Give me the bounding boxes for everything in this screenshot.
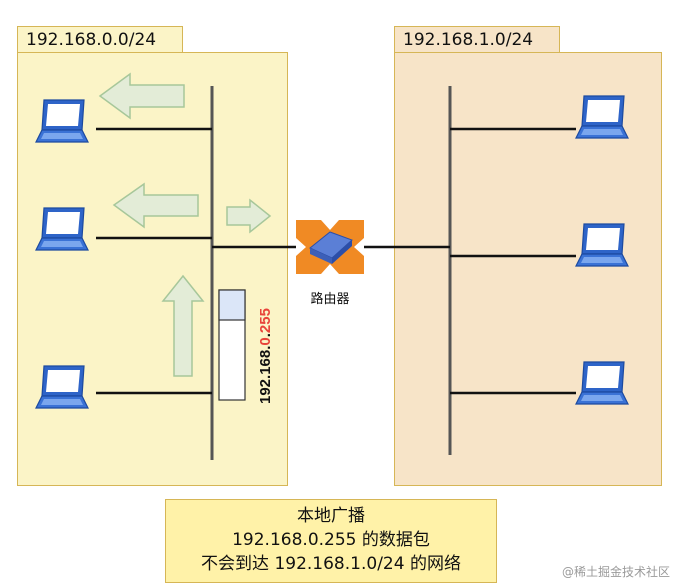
laptop-icon <box>35 365 89 409</box>
caption-line-2: 192.168.0.255 的数据包 <box>232 530 430 550</box>
right-network-label: 192.168.1.0/24 <box>394 26 560 52</box>
caption-line-3: 不会到达 192.168.1.0/24 的网络 <box>201 554 461 574</box>
router-icon <box>296 220 364 274</box>
laptop-icon <box>575 361 629 405</box>
watermark: @稀土掘金技术社区 <box>561 565 670 579</box>
broadcast-host-highlight: 0 <box>257 337 274 345</box>
broadcast-address-label: 192.168.0.255 <box>257 308 274 404</box>
laptop-icon <box>35 99 89 143</box>
router-label: 路由器 <box>310 292 350 307</box>
laptop-icon <box>575 95 629 139</box>
arrow-up-icon <box>161 274 205 377</box>
arrow-right-icon <box>226 198 272 234</box>
arrow-left-icon <box>98 72 185 120</box>
broadcast-suffix-highlight: 255 <box>257 308 274 333</box>
caption-line-1: 本地广播 <box>297 506 365 526</box>
left-network-label: 192.168.0.0/24 <box>17 26 183 52</box>
caption-box: 本地广播 192.168.0.255 的数据包 不会到达 192.168.1.0… <box>165 499 497 583</box>
broadcast-prefix: 192.168. <box>257 346 274 404</box>
arrow-left-icon <box>112 182 199 229</box>
broadcast-dot: . <box>257 333 274 337</box>
packet-header <box>218 289 246 321</box>
laptop-icon <box>575 223 629 267</box>
laptop-icon <box>35 207 89 251</box>
